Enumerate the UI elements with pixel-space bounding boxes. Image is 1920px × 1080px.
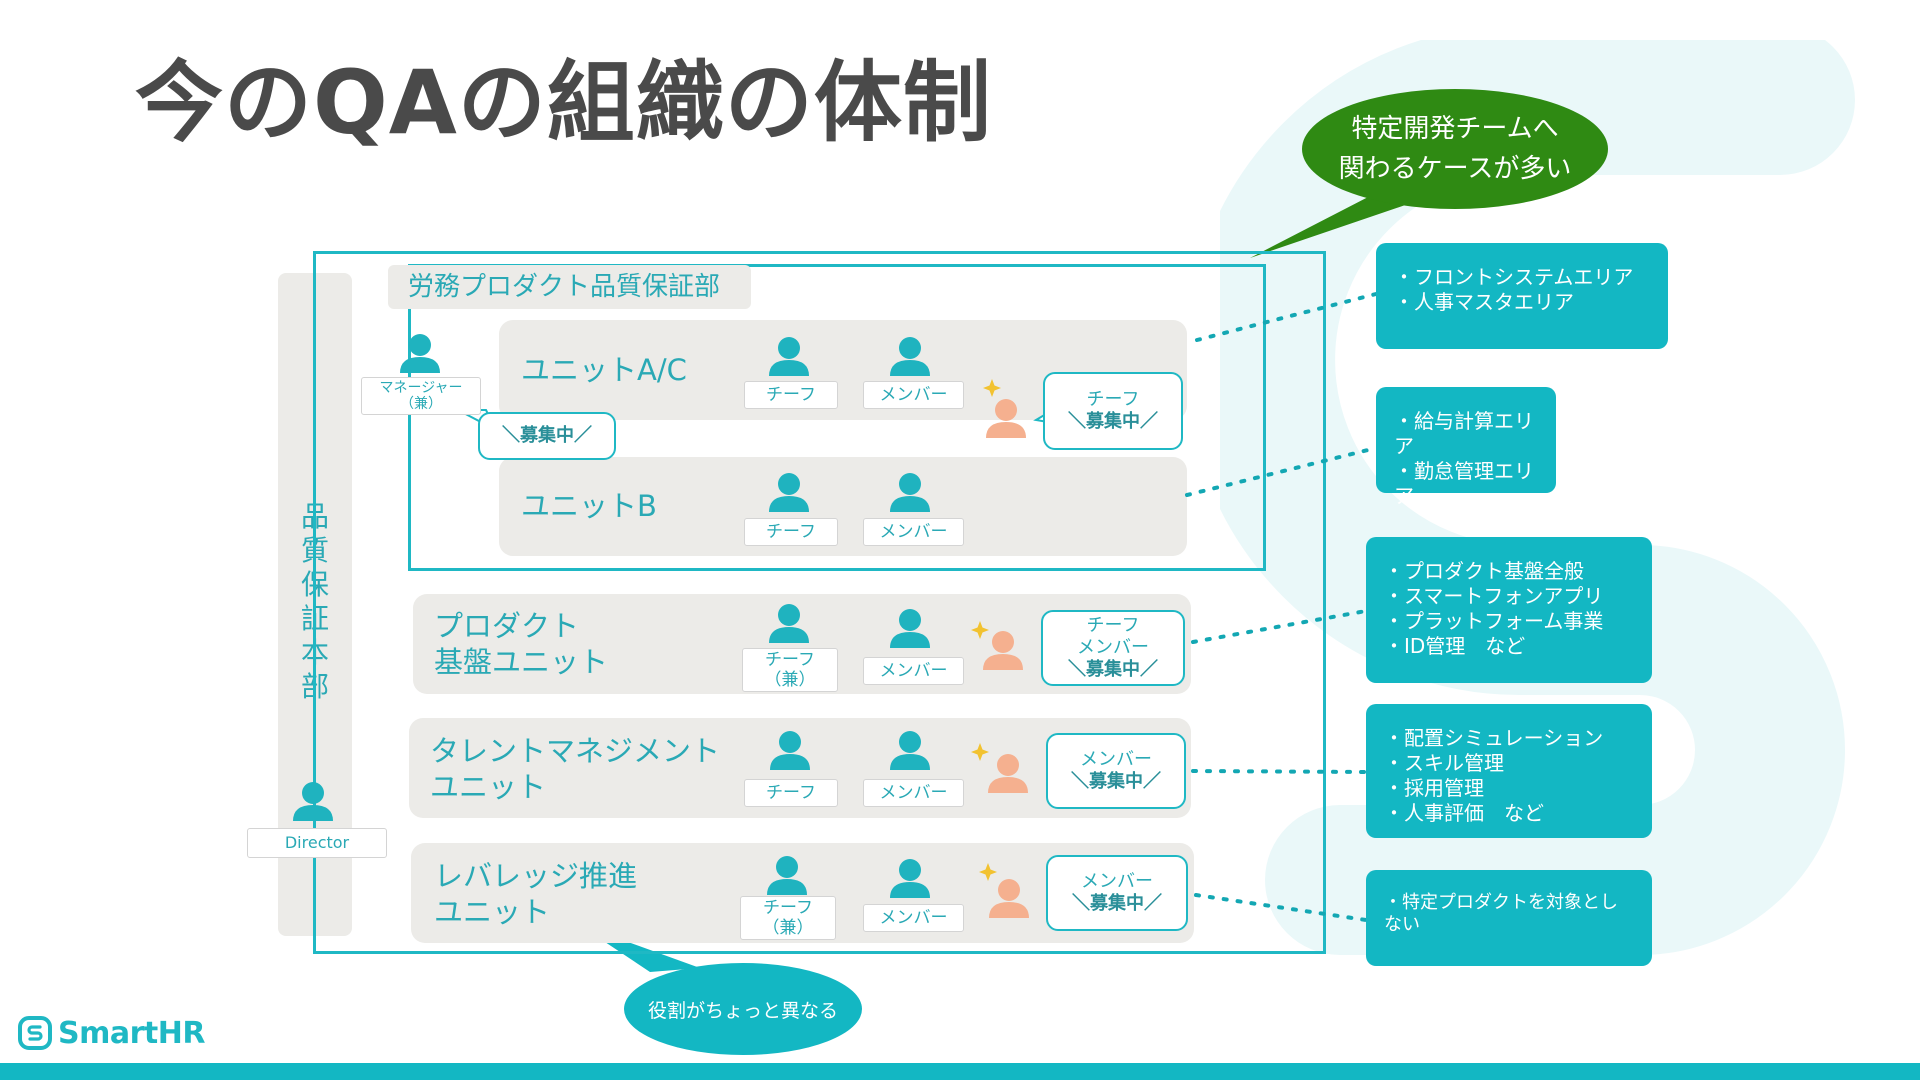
unit-label: ユニットA/C <box>521 353 687 387</box>
area-box: ・給与計算エリア ・勤怠管理エリア <box>1376 387 1556 508</box>
recruiting-bubble: メンバー＼募集中／ <box>1046 733 1186 809</box>
member-tag: メンバー <box>863 657 964 685</box>
area-box: ・配置シミュレーション ・スキル管理 ・採用管理 ・人事評価 など <box>1366 704 1652 838</box>
chief-tag: チーフ <box>744 518 838 546</box>
bottom-bar <box>0 1063 1920 1080</box>
manager-tag: マネージャー （兼） <box>361 377 481 415</box>
director-tag: Director <box>247 828 387 858</box>
unit-label: レバレッジ推進 ユニット <box>434 859 638 929</box>
recruiting-bubble: チーフメンバー＼募集中／ <box>1041 610 1185 686</box>
recruiting-bubble: メンバー＼募集中／ <box>1046 855 1188 931</box>
member-tag: メンバー <box>863 904 964 932</box>
chief-tag: チーフ （兼） <box>740 896 836 940</box>
chief-tag: チーフ <box>744 381 838 409</box>
smarthr-logo: SmartHR <box>18 1013 205 1053</box>
department-frame <box>408 264 1266 571</box>
chief-tag: チーフ （兼） <box>742 648 838 692</box>
unit-label: ユニットB <box>521 489 657 523</box>
area-box: ・フロントシステムエリア ・人事マスタエリア <box>1376 243 1668 349</box>
smarthr-logo-icon <box>18 1016 52 1050</box>
member-tag: メンバー <box>863 518 964 546</box>
area-box: ・特定プロダクトを対象とし ない <box>1366 870 1652 966</box>
unit-label: プロダクト 基盤ユニット <box>434 609 609 679</box>
recruiting-bubble: チーフ＼募集中／ <box>1043 372 1183 450</box>
hq-frame <box>313 251 1326 954</box>
callout-specific-dev-team: 特定開発チームへ 関わるケースが多い <box>1302 89 1608 209</box>
unit-label: タレントマネジメント ユニット <box>430 734 721 804</box>
callout-different-role: 役割がちょっと異なる <box>624 963 862 1055</box>
logo-text: SmartHR <box>58 1015 205 1051</box>
unit-b <box>499 457 1187 556</box>
department-label: 労務プロダクト品質保証部 <box>388 265 751 309</box>
area-box: ・プロダクト基盤全般 ・スマートフォンアプリ ・プラットフォーム事業 ・ID管理… <box>1366 537 1652 683</box>
member-tag: メンバー <box>863 381 964 409</box>
member-tag: メンバー <box>863 779 964 807</box>
chief-tag: チーフ <box>744 779 838 807</box>
recruiting-bubble: ＼募集中／ <box>478 412 616 460</box>
page-title: 今のQAの組織の体制 <box>135 51 992 154</box>
